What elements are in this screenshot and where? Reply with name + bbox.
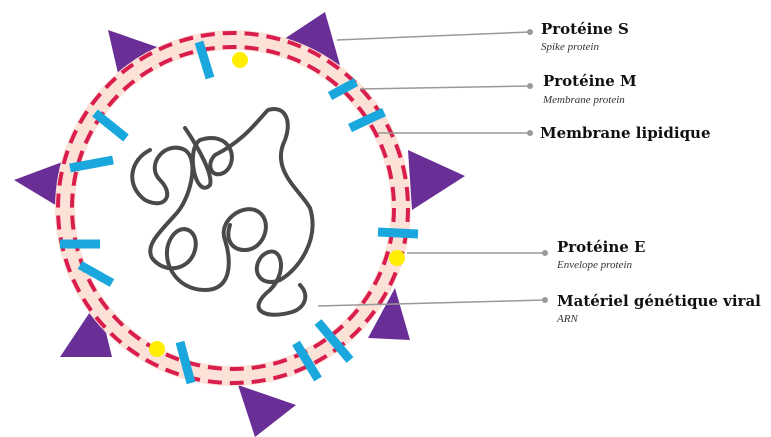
label-lipid-title: Membrane lipidique — [540, 124, 711, 142]
membrane-protein — [69, 155, 114, 173]
label-m-subtitle: Membrane protein — [542, 94, 625, 106]
leader-lines — [317, 31, 546, 307]
leader-line-rna — [317, 299, 546, 307]
viral-rna-strand — [130, 107, 315, 317]
envelope-protein — [232, 52, 248, 68]
membrane-protein — [377, 227, 419, 239]
lipid-membrane-inner-dashes — [70, 45, 396, 371]
spike-protein — [408, 150, 465, 210]
leader-line-m — [359, 85, 531, 90]
label-rna-title: Matériel génétique viral — [557, 292, 761, 310]
lipid-membrane-outer-dashes — [56, 31, 410, 385]
membrane-protein — [348, 107, 386, 133]
label-e-subtitle: Envelope protein — [556, 259, 633, 271]
membrane-protein — [194, 40, 215, 80]
membrane-protein — [77, 261, 115, 287]
membrane-protein — [314, 319, 354, 363]
leader-line-s — [336, 31, 531, 41]
leader-dot-e — [542, 250, 548, 256]
leader-dot-m — [527, 83, 533, 89]
label-s-subtitle: Spike protein — [541, 41, 599, 53]
label-e-title: Protéine E — [557, 238, 645, 256]
membrane-protein — [327, 78, 359, 100]
membrane-protein — [175, 340, 196, 385]
leader-dots — [527, 29, 548, 303]
label-s-title: Protéine S — [541, 20, 629, 38]
spike-protein — [108, 30, 160, 82]
membrane-proteins — [60, 40, 419, 385]
envelope-protein — [149, 341, 165, 357]
label-m-title: Protéine M — [543, 72, 637, 90]
leader-dot-lipid — [527, 130, 533, 136]
membrane-protein — [292, 340, 322, 382]
envelope-protein — [389, 250, 405, 266]
spike-protein — [368, 288, 410, 340]
membrane-protein — [92, 109, 129, 142]
label-rna-subtitle: ARN — [556, 313, 578, 325]
spike-protein — [275, 12, 340, 65]
leader-dot-rna — [542, 297, 548, 303]
spike-protein — [238, 385, 296, 437]
leader-dot-s — [527, 29, 533, 35]
lipid-membrane-band — [55, 30, 411, 386]
envelope-proteins — [149, 52, 405, 357]
